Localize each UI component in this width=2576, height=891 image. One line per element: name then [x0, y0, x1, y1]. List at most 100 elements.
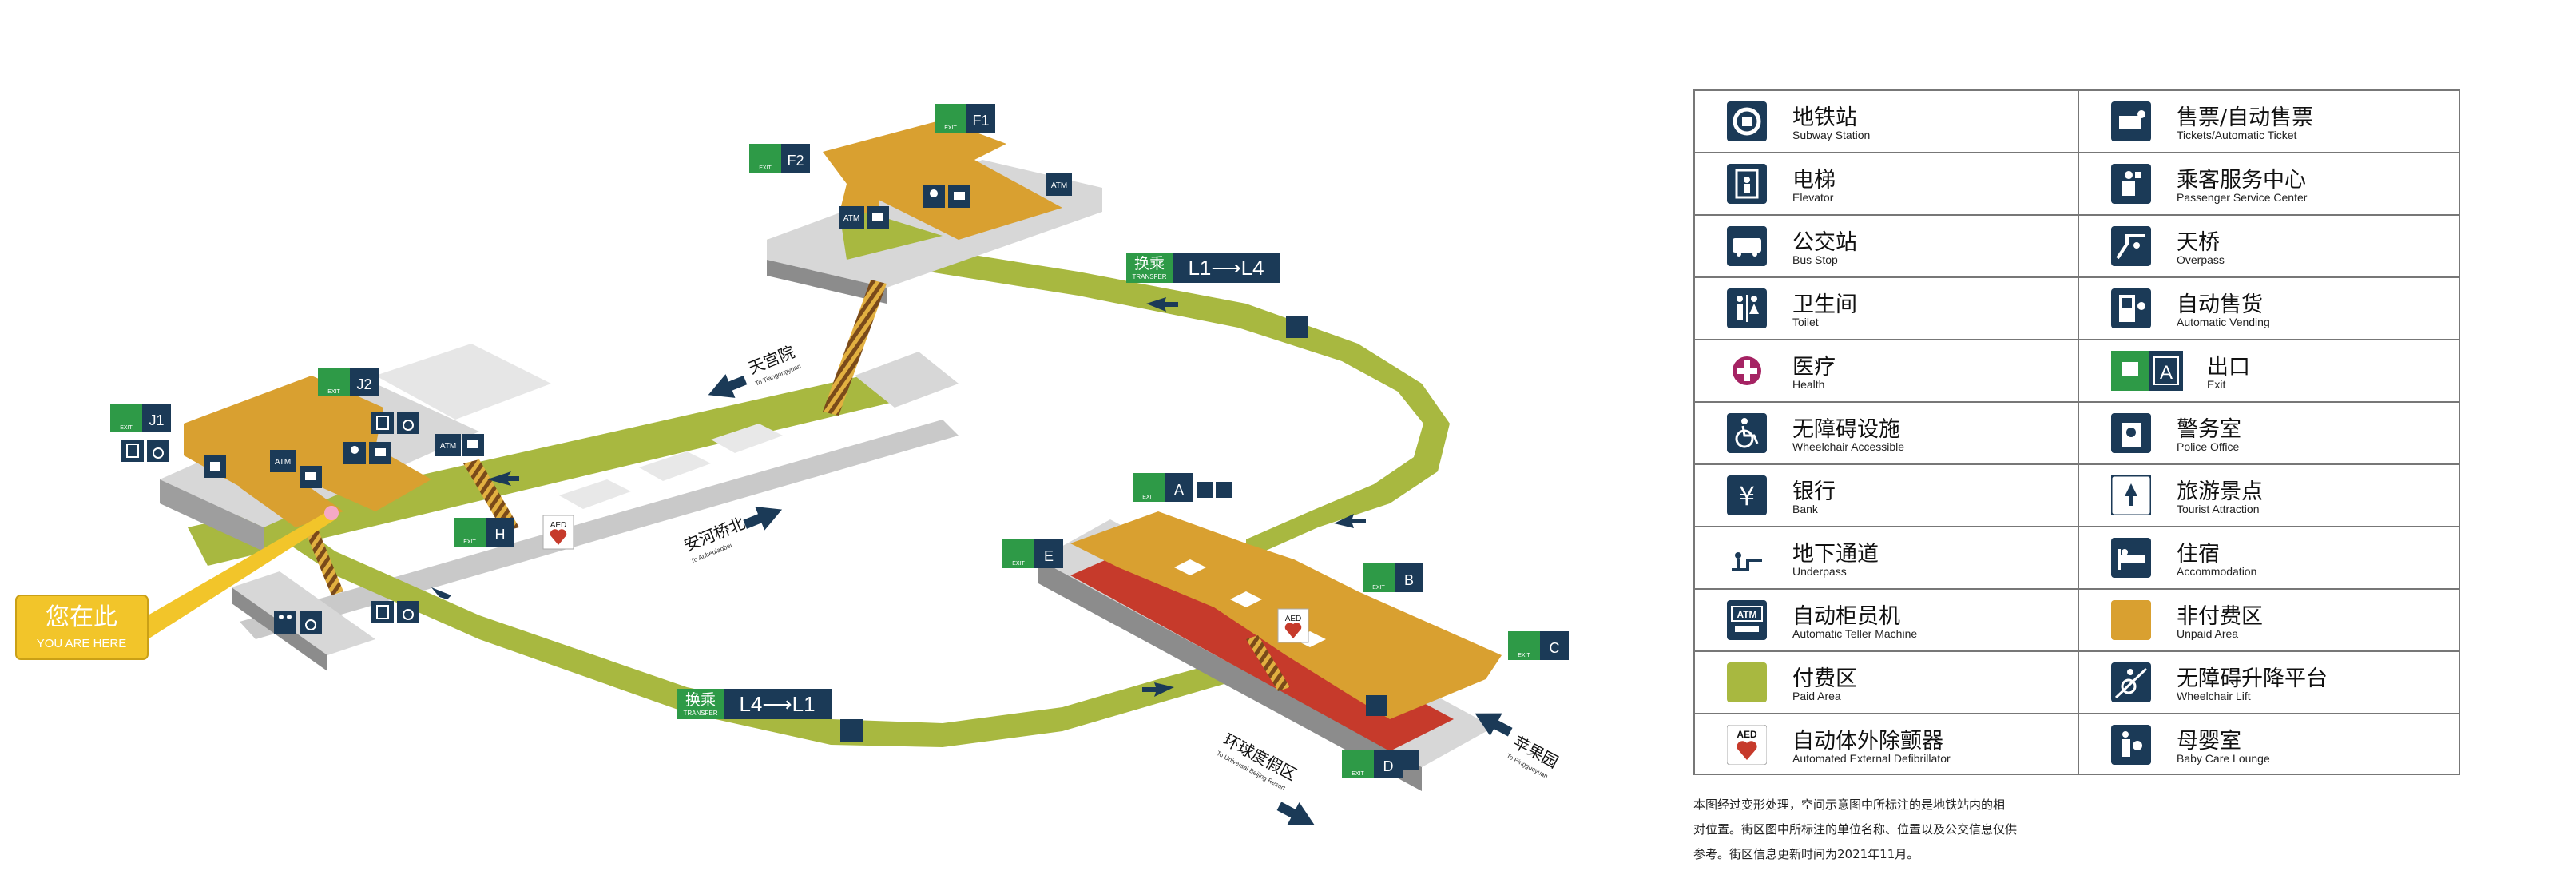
exit-sign-E[interactable]: EXIT E: [1002, 539, 1063, 568]
tickets-icon: [369, 442, 391, 464]
exit-sign-B[interactable]: EXIT B: [1363, 563, 1423, 592]
atm-icon: ATM: [1046, 173, 1072, 196]
svg-text:AED: AED: [1737, 729, 1757, 740]
legend-label-cn: 非付费区: [2177, 604, 2263, 629]
wheelchair-lift-icon: [1366, 695, 1387, 716]
health-icon: [1727, 351, 1767, 391]
wheelchair-lift-icon: [2111, 662, 2151, 702]
exit-sign-A[interactable]: EXIT A: [1133, 473, 1193, 502]
legend-label-en: Unpaid Area: [2177, 627, 2239, 640]
exit-sign-F2[interactable]: EXIT F2: [749, 144, 810, 173]
svg-text:E: E: [1044, 548, 1054, 564]
svg-text:B: B: [1404, 572, 1414, 588]
svg-text:ATM: ATM: [1737, 609, 1756, 620]
elevator-icon: [1727, 164, 1767, 204]
legend-label-en: Automatic Teller Machine: [1792, 627, 1918, 640]
atm-icon: ATM: [1727, 600, 1767, 640]
legend-label-en: Paid Area: [1792, 690, 1841, 702]
baby-care-icon: [2111, 725, 2151, 765]
legend-label-en: Elevator: [1792, 191, 1834, 204]
svg-text:EXIT: EXIT: [1372, 585, 1385, 591]
svg-text:AED: AED: [1285, 615, 1302, 623]
legend-label-cn: 无障碍设施: [1792, 417, 1900, 442]
police-icon: [2111, 413, 2151, 453]
exit-sign-D[interactable]: EXIT D: [1342, 750, 1403, 778]
legend-label-en: Automated External Defibrillator: [1792, 752, 1951, 765]
unpaid-area-swatch: [2111, 600, 2151, 640]
tickets-icon: [300, 466, 322, 488]
svg-text:A: A: [2160, 362, 2173, 384]
legend-label-en: Underpass: [1792, 565, 1847, 578]
elevator-icon: [371, 601, 394, 623]
svg-text:ATM: ATM: [275, 458, 291, 467]
right-station: [1038, 511, 1502, 791]
direction-huanqiu: 环球度假区 To Universal Beijing Resort: [1216, 730, 1315, 825]
exit-sign-J2[interactable]: EXIT J2: [318, 368, 379, 396]
tickets-icon: [867, 206, 889, 229]
elevator-icon: [371, 412, 394, 434]
transfer-bottom-en: TRANSFER: [683, 710, 717, 717]
wheelchair-icon: [300, 611, 322, 634]
legend-label-en: Bank: [1792, 503, 1818, 515]
svg-text:EXIT: EXIT: [1518, 653, 1530, 658]
legend-label-en: Health: [1792, 378, 1825, 391]
legend-label-cn: 出口: [2207, 355, 2250, 380]
service-center-icon: [2111, 164, 2151, 204]
disclaimer-line-3: 参考。街区信息更新时间为2021年11月。: [1693, 847, 1919, 861]
wheelchair-icon: [397, 412, 419, 434]
service-center-icon: [923, 185, 945, 208]
legend-label-cn: 住宿: [2177, 542, 2220, 567]
legend-label-cn: 无障碍升降平台: [2177, 666, 2328, 691]
legend-label-en: Exit: [2207, 378, 2226, 391]
bank-icon: ¥: [1727, 475, 1767, 515]
svg-text:EXIT: EXIT: [944, 125, 957, 131]
exit-icon: A: [2111, 351, 2183, 391]
svg-text:EXIT: EXIT: [759, 165, 772, 171]
svg-text:EXIT: EXIT: [1142, 495, 1155, 500]
exit-sign-C[interactable]: EXIT C: [1508, 631, 1569, 660]
vending-icon: [2111, 288, 2151, 328]
direction-pingguoyuan: 苹果园 To Pingguoyuan: [1475, 713, 1562, 780]
svg-text:¥: ¥: [1739, 481, 1755, 511]
svg-text:EXIT: EXIT: [120, 425, 133, 431]
elevator-icon: [121, 440, 144, 462]
svg-text:J2: J2: [356, 376, 371, 392]
legend-label-en: Bus Stop: [1792, 253, 1838, 266]
legend-label-cn: 自动体外除颤器: [1792, 729, 1943, 754]
exit-sign-J1[interactable]: EXIT J1: [110, 404, 171, 432]
svg-text:EXIT: EXIT: [1352, 771, 1364, 777]
exit-sign-F1[interactable]: EXIT F1: [935, 104, 995, 133]
wheelchair-icon: [147, 440, 169, 462]
legend-label-en: Wheelchair Accessible: [1792, 440, 1905, 453]
stairs: [304, 280, 1290, 691]
exit-sign-H[interactable]: EXIT H: [454, 518, 514, 547]
transfer-top-route: L1⟶L4: [1188, 256, 1264, 280]
svg-text:ATM: ATM: [440, 442, 456, 451]
disclaimer-line-1: 本图经过变形处理，空间示意图中所标注的是地铁站内的相: [1693, 798, 2006, 812]
legend-label-cn: 母婴室: [2177, 729, 2241, 754]
paid-area-swatch: [1727, 662, 1767, 702]
legend-label-cn: 银行: [1792, 479, 1836, 504]
here-label-cn: 您在此: [46, 603, 117, 631]
